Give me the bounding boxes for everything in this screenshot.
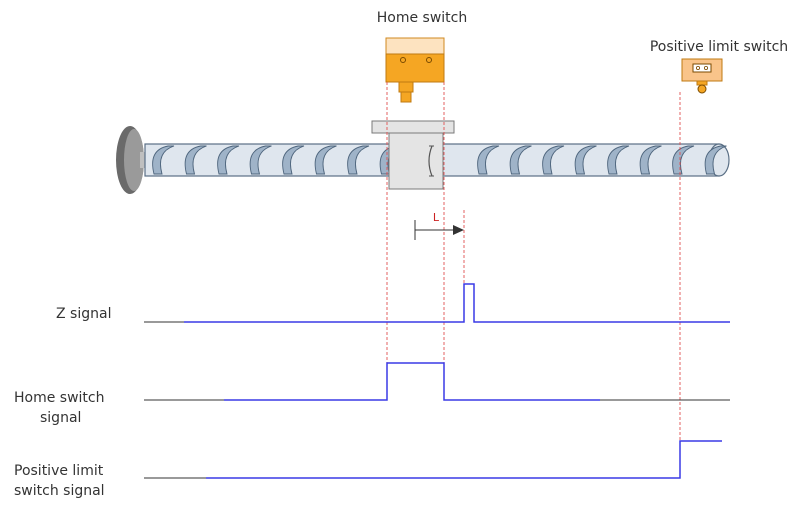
z-signal-label: Z signal (56, 306, 111, 322)
screw-thread (249, 145, 272, 175)
screw-thread (217, 145, 240, 175)
screw-thread (542, 145, 565, 175)
home-switch-signal-label-line1: Home switch (14, 390, 105, 406)
positive-limit-signal-trace (206, 440, 722, 479)
screw-thread (282, 145, 305, 175)
z-signal-trace (184, 283, 730, 323)
screw-thread (152, 145, 175, 175)
positive-limit-signal-label-line1: Positive limit (14, 463, 104, 479)
screw-thread (477, 145, 500, 175)
positive-limit-signal-label-line2: switch signal (14, 483, 105, 499)
home-switch-label: Home switch (377, 10, 468, 26)
screw-thread (314, 145, 337, 175)
positive-limit-switch-label: Positive limit switch (650, 39, 788, 55)
home-switch-signal-trace (224, 362, 600, 401)
distance-arrow (414, 220, 464, 240)
screw-threads (152, 145, 727, 175)
guide-lines (386, 82, 681, 478)
screw-thread (639, 145, 662, 175)
screw-thread (672, 145, 695, 175)
screw-thread (347, 145, 370, 175)
home-switch-signal-label-line2: signal (40, 410, 81, 426)
screw-thread (574, 145, 597, 175)
baselines (144, 321, 730, 479)
screw-thread (184, 145, 207, 175)
carriage (371, 120, 455, 190)
screw-thread (704, 145, 727, 175)
home-switch-icon (385, 37, 445, 103)
screw-thread (607, 145, 630, 175)
positive-limit-switch-icon (681, 58, 723, 94)
screw-thread (509, 145, 532, 175)
distance-label: L (433, 211, 440, 224)
